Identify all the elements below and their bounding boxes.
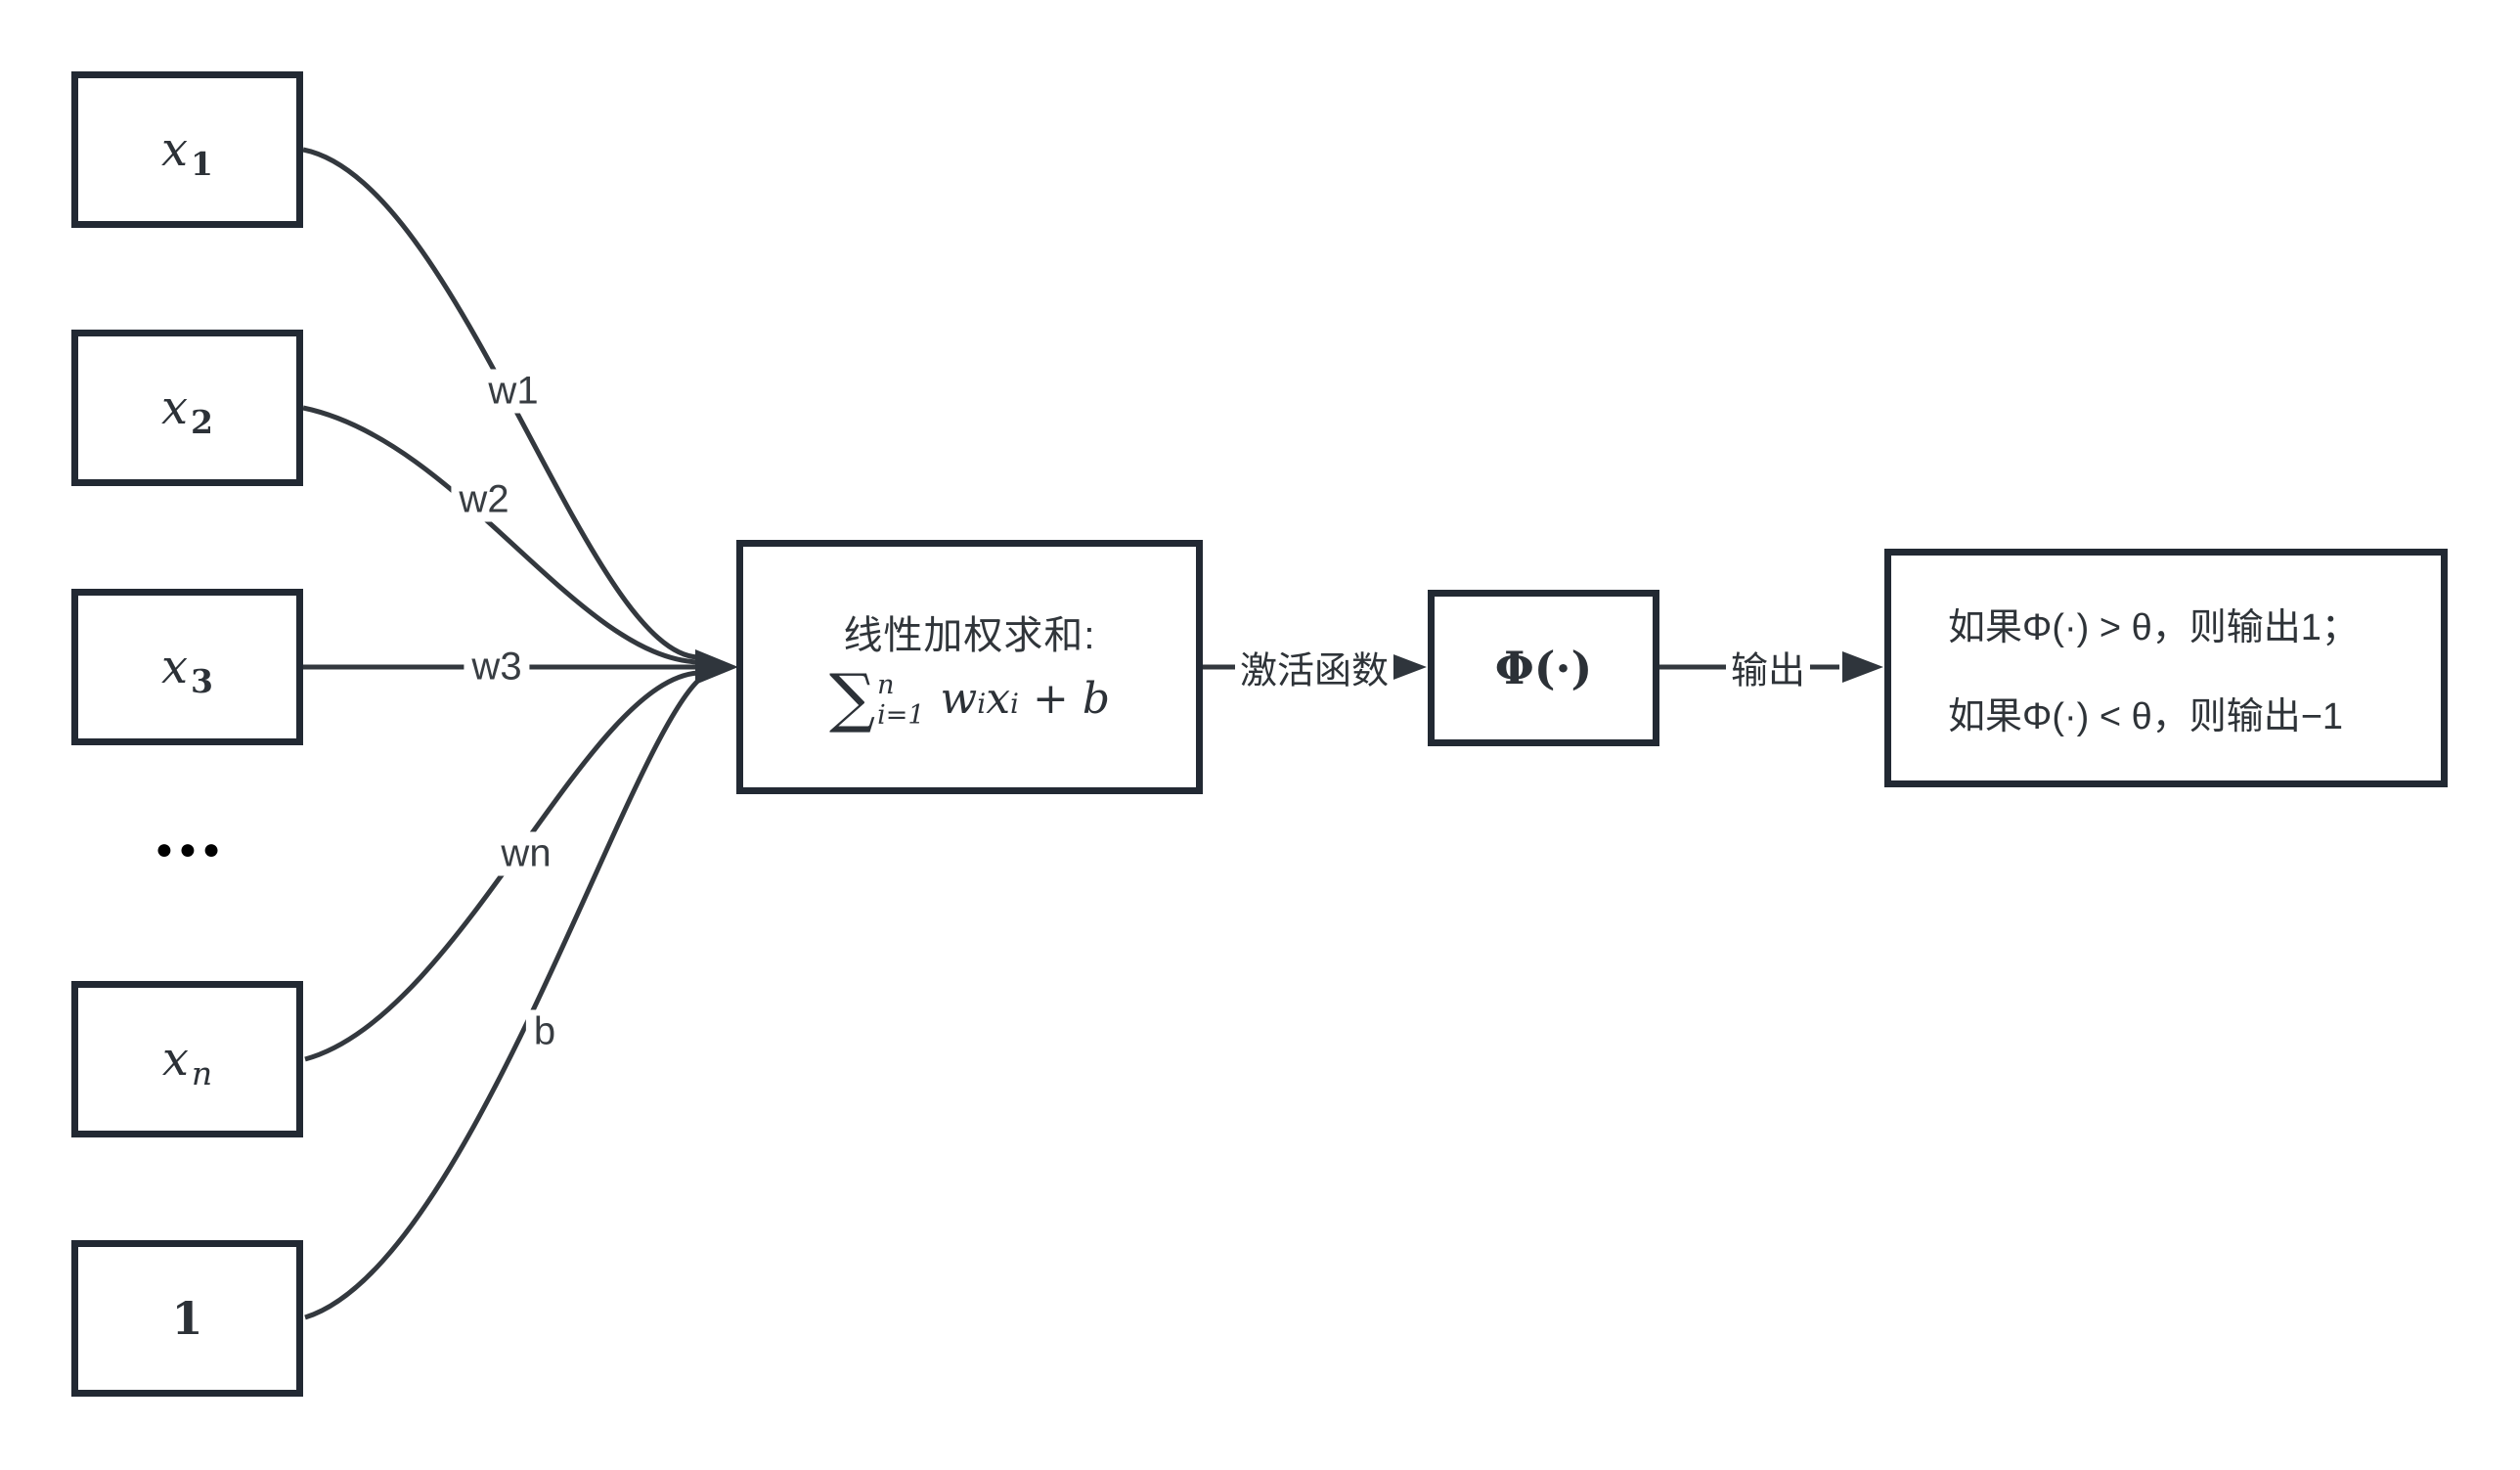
activation-function-symbol: Φ(·): [1494, 642, 1593, 694]
edge-bias-curve: [304, 677, 702, 1320]
x2-symbol: x: [160, 380, 189, 435]
output-rule-node: 如果Φ(·) > θ，则输出1； 如果Φ(·) < θ，则输出−1: [1884, 549, 2448, 787]
weighted-sum-title: 线性加权求和:: [843, 614, 1096, 657]
formula-x-sub: i: [1010, 687, 1019, 720]
arrowhead-activation: [1386, 651, 1427, 683]
sigma-lower-limit: i=1: [877, 700, 925, 731]
formula-x: x: [986, 673, 1011, 724]
sigma-limits: n i=1: [877, 670, 924, 731]
x3-subscript: 3: [191, 661, 214, 700]
weight-label-w2: w2: [451, 477, 517, 522]
x3-symbol: x: [160, 640, 189, 694]
formula-w: w: [940, 673, 978, 724]
activation-node: Φ(·): [1428, 590, 1659, 746]
weight-label-w3: w3: [464, 645, 530, 690]
x1-symbol: x: [160, 122, 189, 177]
output-edge-label: 输出: [1725, 640, 1811, 694]
output-rule-line1: 如果Φ(·) > θ，则输出1；: [1948, 607, 2359, 648]
x2-subscript: 2: [191, 402, 214, 441]
edge-x1-curve: [302, 147, 699, 660]
arrowhead-sum: [695, 649, 738, 685]
bias-symbol: 1: [171, 1292, 203, 1345]
xn-symbol: x: [161, 1032, 189, 1087]
xn-subscript: n: [191, 1053, 213, 1092]
weight-label-wn: wn: [493, 831, 559, 876]
x1-subscript: 1: [191, 144, 214, 183]
input-node-bias: 1: [71, 1240, 303, 1397]
formula-tail: + b: [1032, 673, 1111, 724]
activation-edge-label: 激活函数: [1234, 640, 1394, 694]
weight-label-w1: w1: [480, 369, 547, 414]
formula-w-sub: i: [977, 687, 987, 720]
edge-x2-curve: [302, 405, 699, 665]
sigma-upper-limit: n: [877, 669, 895, 700]
output-rule-line2: 如果Φ(·) < θ，则输出−1: [1948, 696, 2344, 737]
sigma-symbol: ∑: [828, 660, 876, 735]
weight-label-b: b: [525, 1009, 564, 1054]
arrowhead-output: [1842, 651, 1883, 683]
ellipsis-dots-icon: ●●●: [155, 833, 227, 866]
